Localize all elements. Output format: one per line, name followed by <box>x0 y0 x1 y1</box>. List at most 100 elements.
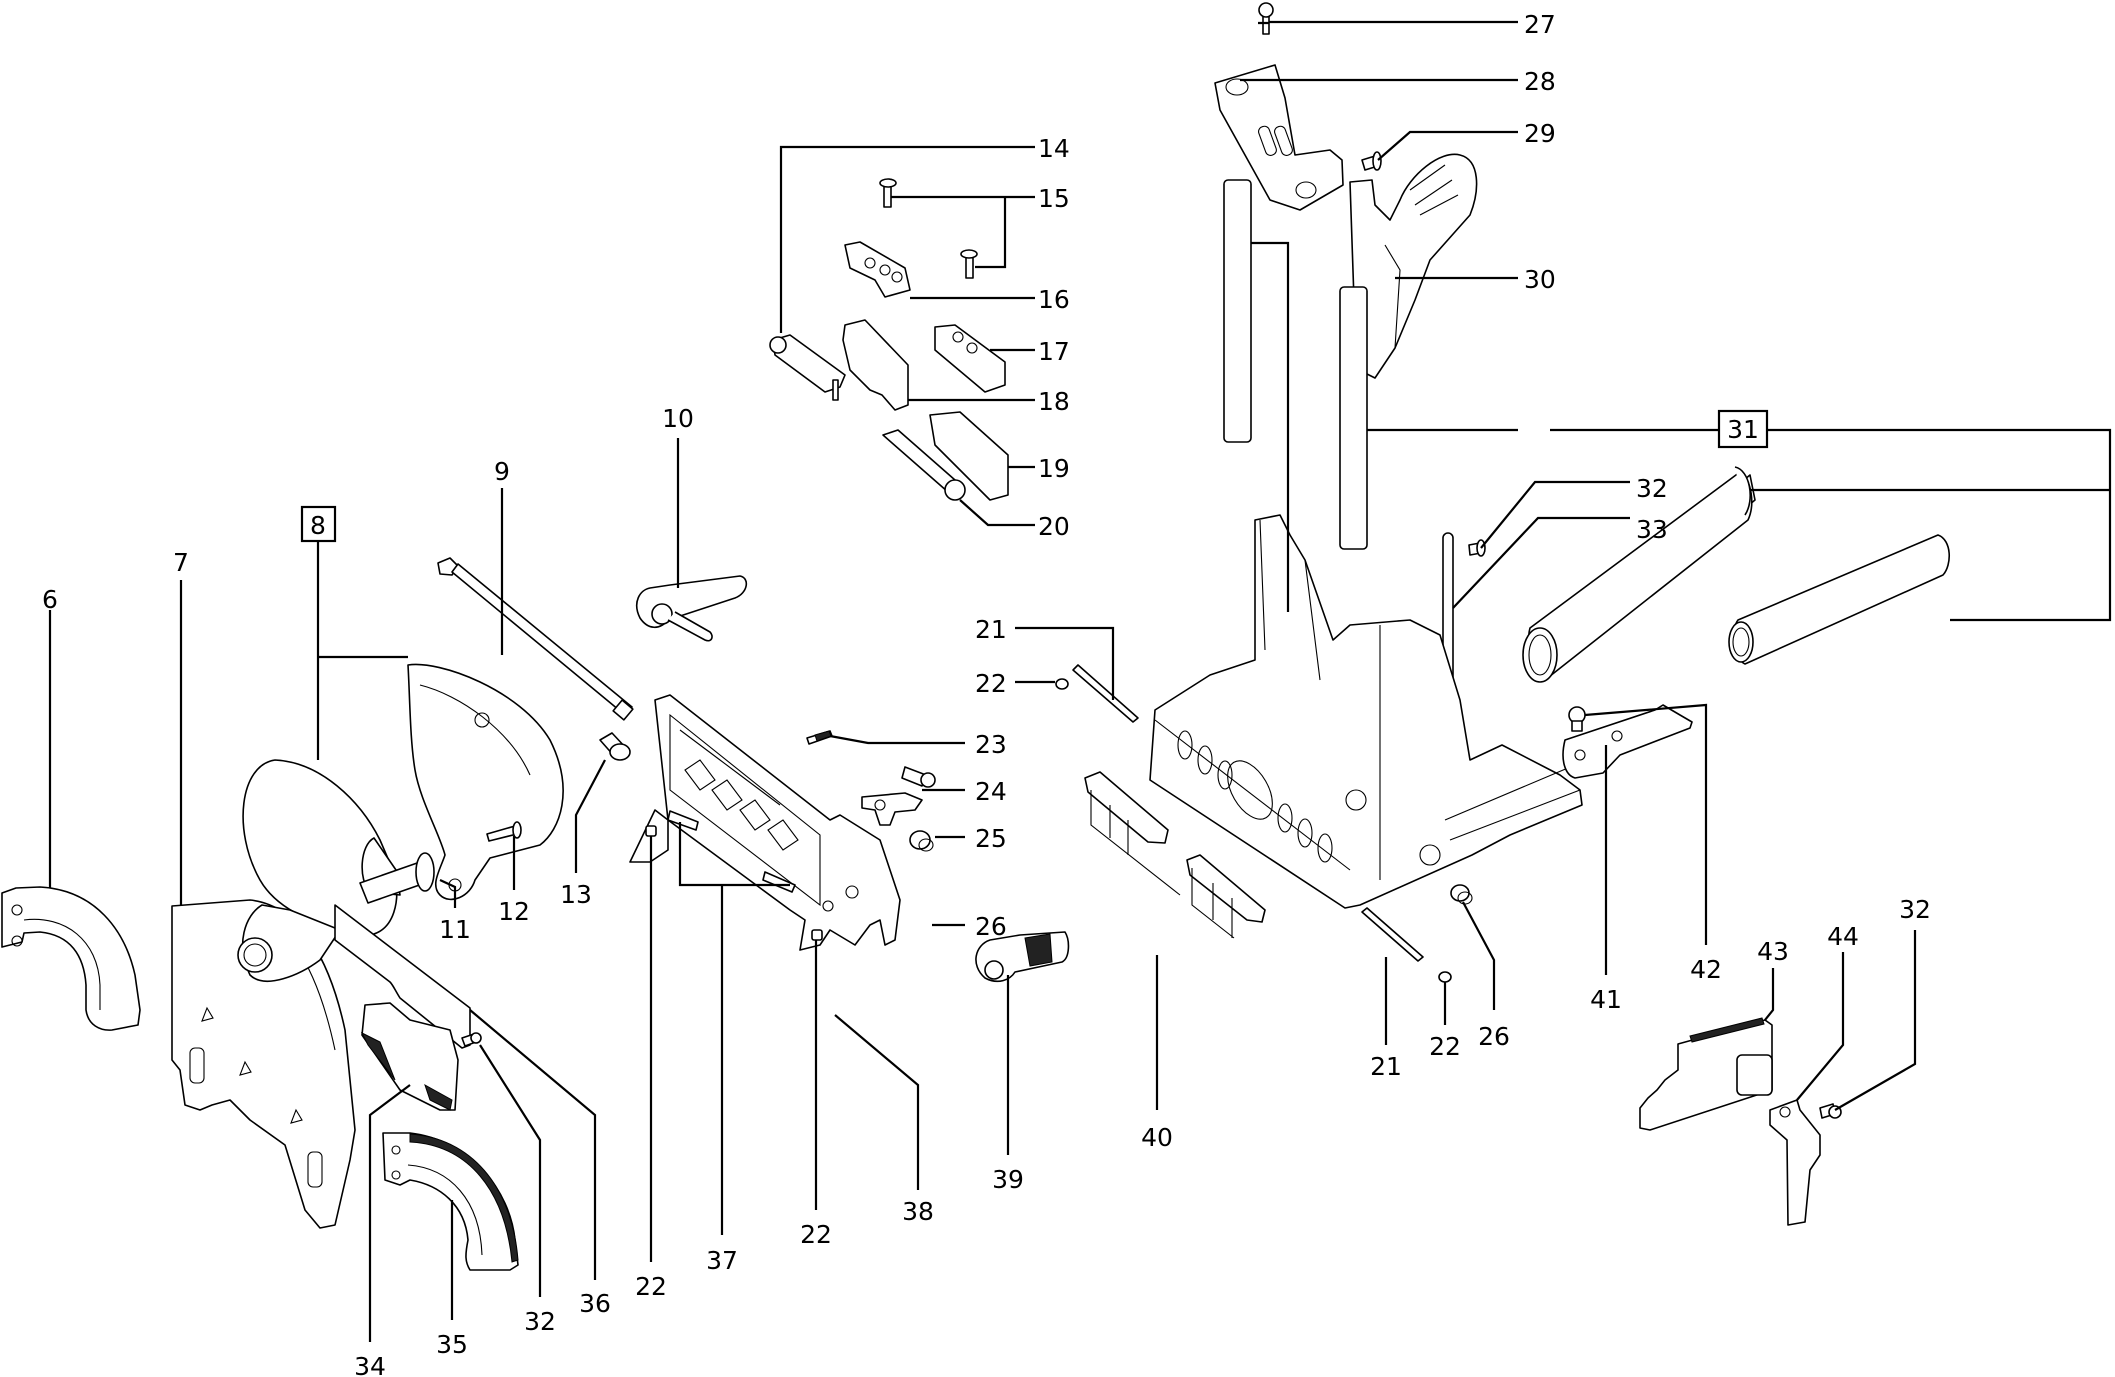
callout-26b: 26 <box>1478 1022 1510 1051</box>
leader-37 <box>678 822 790 1235</box>
part-18-bracket <box>842 319 909 411</box>
part-42-screw <box>1568 706 1586 732</box>
callout-23: 23 <box>975 730 1007 759</box>
callout-14: 14 <box>1038 134 1070 163</box>
leader-20 <box>959 499 1035 527</box>
callout-38: 38 <box>902 1197 934 1226</box>
part-19-bracket <box>929 411 1009 501</box>
leader-32c <box>479 1044 542 1297</box>
callout-17: 17 <box>1038 337 1070 366</box>
callout-19: 19 <box>1038 454 1070 483</box>
part-22-nut-a <box>645 825 657 837</box>
part-21-pin-b <box>1361 907 1424 962</box>
part-11-pin <box>359 852 435 904</box>
callout-20: 20 <box>1038 512 1070 541</box>
leader-32a <box>1480 480 1630 549</box>
leader-29 <box>1377 130 1518 161</box>
callout-labels: 6 7 8 9 10 11 12 13 14 15 16 17 18 19 20… <box>42 10 1931 1377</box>
leader-33 <box>1452 516 1630 609</box>
part-32-screw-left <box>461 1032 482 1047</box>
callout-31: 31 <box>1727 415 1759 444</box>
callout-15: 15 <box>1038 184 1070 213</box>
leader-36 <box>469 1009 597 1280</box>
callout-30: 30 <box>1524 265 1556 294</box>
leader-8 <box>316 542 408 760</box>
part-44-pointer <box>1769 1099 1821 1226</box>
part-22-nut-c <box>1055 678 1069 690</box>
part-32-screw-top <box>1468 539 1486 557</box>
callout-33: 33 <box>1636 515 1668 544</box>
leader-lines <box>48 20 2112 1342</box>
part-22-nut-d <box>1438 971 1452 983</box>
callout-36: 36 <box>579 1289 611 1318</box>
part-20-latch-rail-knob <box>882 429 966 501</box>
leader-31 <box>1251 241 2112 622</box>
leader-38 <box>834 1014 920 1190</box>
part-12-screw <box>486 821 522 842</box>
callout-12: 12 <box>498 897 530 926</box>
part-13-sleeve <box>599 732 631 761</box>
callout-35: 35 <box>436 1330 468 1359</box>
leader-34 <box>368 1084 411 1342</box>
part-41-lever-arm <box>1562 704 1693 779</box>
leader-43 <box>1764 968 1775 1021</box>
callout-6: 6 <box>42 585 58 614</box>
callout-8: 8 <box>310 511 326 540</box>
part-17-clamp-block <box>934 324 1006 393</box>
part-26-bushing-a <box>909 830 934 852</box>
callout-32b: 32 <box>1899 895 1931 924</box>
part-6-guard-plate <box>1 886 141 1031</box>
part-24-catch <box>861 792 923 826</box>
callout-25: 25 <box>975 824 1007 853</box>
part-28-top-bracket <box>1214 64 1344 211</box>
leader-23 <box>829 734 965 745</box>
leader-25 <box>935 835 965 839</box>
callout-32a: 32 <box>1636 474 1668 503</box>
part-37-dowel-pins <box>667 810 796 893</box>
callout-39: 39 <box>992 1165 1024 1194</box>
callout-41: 41 <box>1590 985 1622 1014</box>
part-31-guide-tubes <box>1223 179 1950 683</box>
part-43-scale-cover <box>1639 1017 1773 1131</box>
callout-22b: 22 <box>1429 1032 1461 1061</box>
callout-43: 43 <box>1757 937 1789 966</box>
leader-44 <box>1796 952 1845 1101</box>
part-39-clamp-lever <box>975 931 1070 983</box>
callout-22c: 22 <box>800 1220 832 1249</box>
leader-42 <box>1584 703 1708 945</box>
part-34-scale-slider <box>360 1002 459 1111</box>
callout-10: 10 <box>662 404 694 433</box>
callout-37: 37 <box>706 1246 738 1275</box>
part-40-clip-strips <box>1084 771 1266 939</box>
leader-13 <box>574 759 606 873</box>
part-38-fence-carrier <box>629 694 901 951</box>
callout-29: 29 <box>1524 119 1556 148</box>
part-23-spring <box>806 730 833 745</box>
callout-27: 27 <box>1524 10 1556 39</box>
callout-24: 24 <box>975 777 1007 806</box>
callout-13: 13 <box>560 880 592 909</box>
part-16-clamp-block <box>844 241 911 298</box>
callout-18: 18 <box>1038 387 1070 416</box>
callout-22a: 22 <box>975 669 1007 698</box>
part-35-angle-scale <box>382 1132 519 1271</box>
callout-44: 44 <box>1827 922 1859 951</box>
part-26-bushing-b <box>1450 884 1473 905</box>
leader-15 <box>891 195 1035 269</box>
part-15-screws <box>879 178 978 279</box>
leader-21a <box>1015 626 1115 700</box>
leader-32b <box>1834 930 1917 1111</box>
callout-40: 40 <box>1141 1123 1173 1152</box>
callout-8-box <box>300 505 337 543</box>
part-25-screw <box>901 766 936 788</box>
part-10-clamp-lever <box>635 575 748 642</box>
callout-31-box <box>1717 409 1769 449</box>
callout-11: 11 <box>439 915 471 944</box>
leader-27 <box>1258 20 1518 25</box>
part-32-screw-right <box>1819 1103 1842 1119</box>
callout-21b: 21 <box>1370 1052 1402 1081</box>
callout-22d: 22 <box>635 1272 667 1301</box>
callout-28: 28 <box>1524 67 1556 96</box>
leader-14 <box>779 145 1035 333</box>
callout-7: 7 <box>173 548 189 577</box>
